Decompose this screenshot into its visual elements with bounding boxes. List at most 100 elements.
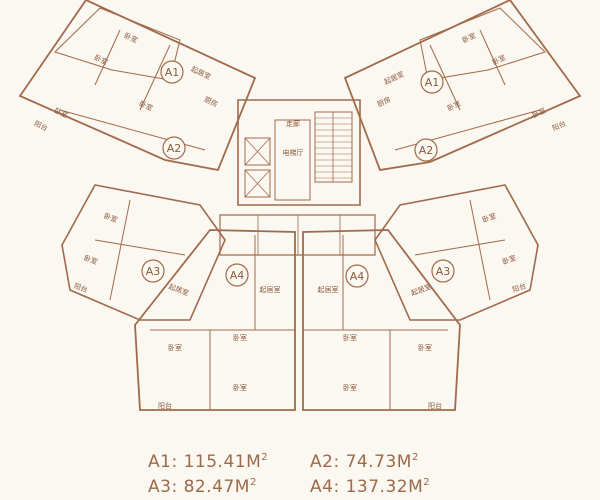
- wing-left-upper: [18, 0, 257, 172]
- room-label-balcony: 阳台: [551, 119, 567, 133]
- room-label-bedroom: 卧室: [418, 343, 432, 352]
- unit-marker-circle: [225, 263, 249, 287]
- wall-a1-mid: [139, 44, 171, 111]
- legend-item-a3: A3: 82.47M2: [148, 477, 257, 497]
- unit-marker-circle: [141, 259, 165, 283]
- legend-item-a2: A2: 74.73M2: [310, 452, 419, 472]
- legend-unit-id: A2: [310, 452, 334, 472]
- unit-a4-left: [134, 229, 296, 411]
- legend-unit-id: A4: [310, 477, 334, 497]
- legend-unit: M: [408, 477, 424, 497]
- legend-unit-id: A1: [148, 452, 172, 472]
- walls-layer: [18, 0, 582, 411]
- room-label-bedroom: 卧室: [531, 106, 547, 120]
- unit-a3-left: [61, 184, 226, 321]
- unit-marker-label: A1: [425, 76, 440, 89]
- unit-marker-a4: A4: [225, 263, 249, 287]
- room-label-living_dining: 起居室: [260, 285, 281, 294]
- unit-marker-a2: A2: [414, 138, 438, 162]
- legend-unit: M: [246, 452, 262, 472]
- unit-marker-label: A4: [350, 270, 365, 283]
- room-label-corridor: 走廊: [286, 119, 300, 128]
- unit-marker-label: A4: [230, 269, 245, 282]
- unit-marker-a3: A3: [141, 259, 165, 283]
- room-label-bedroom: 卧室: [233, 333, 247, 342]
- rooms-layer: 电梯厅走廊卧室卧室起居室卧室卧室厨房阳台卧室卧室起居室卧室卧室厨房阳台卧室卧室起…: [33, 31, 567, 410]
- room-label-bedroom: 卧室: [103, 211, 119, 224]
- unit-marker-label: A3: [436, 265, 451, 278]
- legend-unit: M: [234, 477, 250, 497]
- room-label-bedroom: 卧室: [446, 99, 462, 113]
- unit-marker-label: A3: [146, 265, 161, 278]
- room-label-kitchen: 厨房: [376, 95, 392, 109]
- room-label-elevator_hall: 电梯厅: [283, 148, 304, 157]
- wall-a3-left-a: [94, 239, 186, 256]
- unit-a4-right: [302, 229, 461, 411]
- legend-unit: M: [396, 452, 412, 472]
- elevator-2-cross-b: [244, 169, 271, 198]
- legend-exp: 2: [249, 477, 257, 488]
- unit-a1-right-rooms: [419, 7, 546, 81]
- room-label-bedroom: 卧室: [233, 383, 247, 392]
- unit-marker-label: A2: [419, 144, 434, 157]
- lobby-band: [219, 214, 376, 256]
- room-label-bedroom: 卧室: [461, 31, 477, 45]
- legend-unit-id: A3: [148, 477, 172, 497]
- legend-exp: 2: [411, 452, 419, 463]
- room-label-living_dining: 起居室: [190, 64, 213, 81]
- room-label-bedroom: 卧室: [168, 343, 182, 352]
- legend-area: 82.47: [183, 477, 235, 497]
- unit-marker-a3: A3: [431, 259, 455, 283]
- wall-a1-right: [479, 29, 506, 86]
- unit-marker-a1: A1: [420, 70, 444, 94]
- room-label-living_dining: 起居室: [318, 285, 339, 294]
- elevator-1-cross-b: [244, 137, 271, 166]
- room-label-balcony: 阳台: [428, 401, 442, 410]
- room-label-bedroom: 卧室: [481, 211, 497, 224]
- unit-marker-circle: [414, 138, 438, 162]
- unit-marker-circle: [420, 70, 444, 94]
- legend-exp: 2: [261, 452, 269, 463]
- unit-marker-circle: [431, 259, 455, 283]
- legend-area: 137.32: [345, 477, 409, 497]
- room-label-living_dining: 起居室: [383, 69, 406, 86]
- legend-exp: 2: [423, 477, 431, 488]
- unit-marker-a2: A2: [162, 136, 186, 160]
- unit-marker-circle: [162, 136, 186, 160]
- unit-a3-right: [374, 184, 539, 321]
- floor-plan-drawing: 电梯厅走廊卧室卧室起居室卧室卧室厨房阳台卧室卧室起居室卧室卧室厨房阳台卧室卧室起…: [18, 0, 582, 411]
- wing-right-upper: [343, 0, 582, 172]
- unit-marker-a4: A4: [345, 264, 369, 288]
- room-label-balcony: 阳台: [158, 401, 172, 410]
- legend-item-a4: A4: 137.32M2: [310, 477, 431, 497]
- room-label-kitchen: 厨房: [203, 95, 219, 109]
- room-label-bedroom: 卧室: [343, 383, 357, 392]
- room-label-bedroom: 卧室: [123, 31, 139, 45]
- unit-marker-circle: [160, 60, 184, 84]
- wall-a1-right-mid: [429, 44, 461, 111]
- unit-marker-a1: A1: [160, 60, 184, 84]
- area-legend: A1: 115.41M2 A2: 74.73M2 A3: 82.47M2 A4:…: [0, 440, 600, 500]
- unit-a1-left-rooms: [54, 7, 181, 81]
- unit-marker-label: A2: [167, 142, 182, 155]
- stair-box: [314, 111, 353, 183]
- room-label-bedroom: 卧室: [501, 253, 517, 266]
- room-label-bedroom: 卧室: [53, 106, 69, 120]
- legend-area: 74.73: [345, 452, 397, 472]
- elevator-hall: [274, 119, 311, 201]
- room-label-living_dining: 起居室: [410, 282, 433, 298]
- wall-a1-left: [94, 29, 121, 86]
- wall-a3-right-b: [469, 199, 491, 301]
- wall-a3-right-a: [414, 239, 506, 256]
- room-label-bedroom: 卧室: [138, 99, 154, 113]
- wall-a3-left-b: [109, 199, 131, 301]
- unit-marker-circle: [345, 264, 369, 288]
- legend-item-a1: A1: 115.41M2: [148, 452, 269, 472]
- room-label-balcony: 阳台: [33, 119, 49, 133]
- core-outline: [237, 99, 361, 206]
- room-label-bedroom: 卧室: [343, 333, 357, 342]
- room-label-living_dining: 起居室: [167, 282, 190, 298]
- unit-marker-label: A1: [165, 66, 180, 79]
